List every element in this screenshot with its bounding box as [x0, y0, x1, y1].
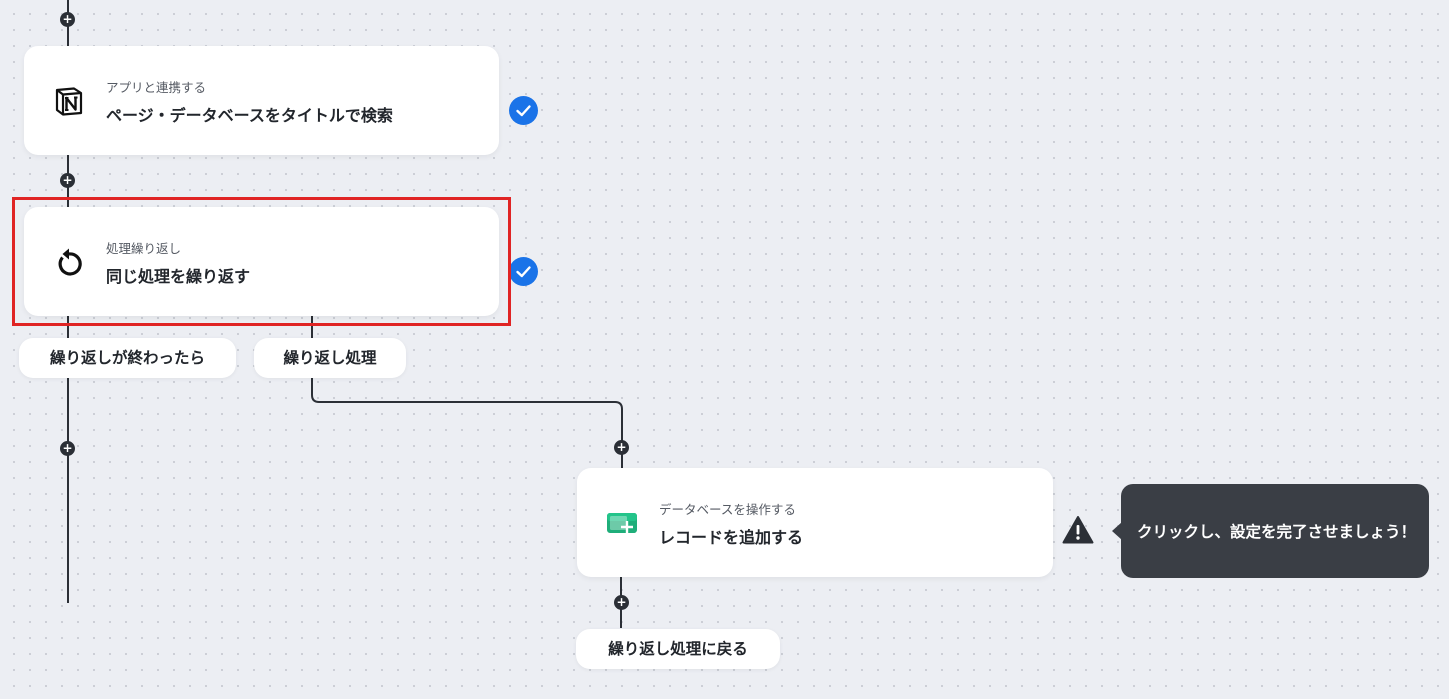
- check-icon: [509, 257, 538, 286]
- node-category-label: アプリと連携する: [106, 80, 207, 95]
- flow-node-loop[interactable]: 処理繰り返し 同じ処理を繰り返す: [24, 207, 499, 316]
- database-add-icon: [605, 506, 639, 540]
- warning-icon: [1062, 515, 1094, 545]
- add-step-button[interactable]: +: [614, 440, 629, 455]
- flow-node-notion-search[interactable]: アプリと連携する ページ・データベースをタイトルで検索: [24, 46, 499, 155]
- add-step-button[interactable]: +: [614, 595, 629, 610]
- node-category-label: データベースを操作する: [659, 502, 796, 517]
- node-category-label: 処理繰り返し: [106, 241, 182, 256]
- add-step-button[interactable]: +: [60, 441, 75, 456]
- node-title: ページ・データベースをタイトルで検索: [106, 106, 393, 125]
- branch-loop-label[interactable]: 繰り返し処理: [254, 338, 406, 378]
- branch-return-label[interactable]: 繰り返し処理に戻る: [576, 629, 780, 669]
- notion-icon: [52, 84, 86, 118]
- setup-tooltip: クリックし、設定を完了させましょう！: [1112, 484, 1429, 578]
- check-icon: [509, 96, 538, 125]
- tooltip-text: クリックし、設定を完了させましょう！: [1137, 523, 1417, 541]
- add-step-button[interactable]: +: [60, 12, 75, 27]
- flow-node-add-record[interactable]: データベースを操作する レコードを追加する: [577, 468, 1053, 577]
- branch-after-loop-label[interactable]: 繰り返しが終わったら: [19, 338, 236, 378]
- node-title: レコードを追加する: [659, 528, 804, 547]
- add-step-button[interactable]: +: [60, 173, 75, 188]
- loop-icon: [52, 245, 86, 279]
- tooltip-arrow: [1112, 522, 1122, 540]
- connector-main-bottom: [67, 316, 69, 603]
- highlight-box: [12, 197, 511, 326]
- node-title: 同じ処理を繰り返す: [106, 267, 251, 286]
